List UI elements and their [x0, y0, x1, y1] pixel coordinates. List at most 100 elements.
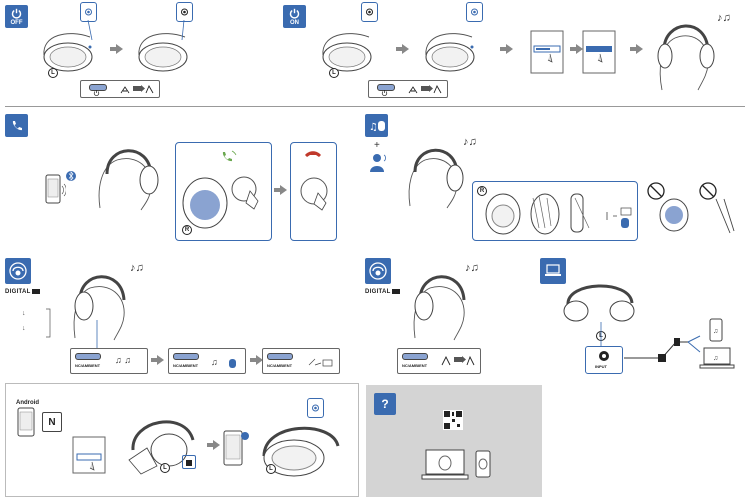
- digital-label: DIGITAL: [5, 289, 31, 296]
- svg-text:↓: ↓: [22, 325, 26, 332]
- power-button-off-callout: [176, 2, 193, 22]
- headphone-side-on-2: [425, 33, 475, 72]
- headphone-nfc-connected: [262, 426, 340, 477]
- left-marker: L: [48, 68, 58, 78]
- bluetooth-icon: [66, 171, 76, 181]
- digital-label: DIGITAL: [365, 289, 391, 296]
- power-button-dark-icon: [366, 8, 373, 16]
- power-off-label: OFF: [10, 19, 23, 26]
- power-button-lit-icon: [471, 8, 478, 16]
- power-icon: [289, 8, 300, 18]
- section-divider-1: [5, 106, 745, 107]
- input-callout-line: [600, 322, 602, 348]
- laptop-icon: [545, 264, 561, 276]
- headphone-side-off-1: [43, 33, 93, 72]
- button-pill: [173, 353, 199, 360]
- nc-power-tile: [365, 258, 391, 284]
- power-button-dark-icon: [181, 8, 188, 16]
- prohibited-gestures: [647, 182, 735, 234]
- button-pill: [89, 84, 107, 91]
- audio-cable: [624, 335, 701, 362]
- power-button-callout: [307, 398, 324, 418]
- qr-code-icon[interactable]: [443, 410, 463, 430]
- step-arrow-5: [630, 44, 643, 54]
- svg-text:♫: ♫: [211, 357, 218, 367]
- nc-power-legend: NC/AMBIENT: [397, 348, 481, 374]
- callout-line-1: [87, 20, 93, 40]
- left-marker: L: [160, 463, 170, 473]
- right-marker: R: [477, 186, 487, 196]
- double-tap-hand: [231, 176, 259, 210]
- input-jack-callout: INPUT: [585, 346, 623, 374]
- touch-gesture-panel: R: [472, 181, 638, 241]
- input-jack-icon: [599, 351, 609, 361]
- left-marker: L: [266, 464, 276, 474]
- music-note-icon: ♪♫: [465, 262, 479, 274]
- caller-head: [98, 149, 159, 211]
- noise-cancelling-tile: [5, 258, 31, 284]
- press-hold-icon: [408, 84, 442, 94]
- answer-call-panel: R: [175, 142, 272, 241]
- step-arrow-nc-2: [250, 355, 263, 365]
- paired-phone-icon: [223, 430, 249, 466]
- nc-callout-line: [96, 320, 98, 350]
- step-arrow-1: [110, 44, 123, 54]
- press-hold-icon: [441, 355, 475, 366]
- nfc-pairing-panel: [5, 383, 359, 497]
- power-off-tile: OFF: [5, 5, 28, 28]
- svg-text:↓: ↓: [22, 310, 26, 317]
- nfc-spot-callout: [182, 455, 196, 469]
- input-label: INPUT: [595, 364, 607, 369]
- step-arrow-2: [396, 44, 409, 54]
- nc-mode-box-3: NC/AMBIENT: [262, 348, 340, 374]
- music-note-icon: ♪♫: [717, 12, 731, 24]
- help-phone-icon: [475, 450, 491, 478]
- mode-cycle-diagram: ↓↓: [22, 308, 51, 338]
- headphone-folded: [563, 284, 635, 322]
- end-call-hand: [300, 177, 328, 211]
- button-pill: [75, 353, 101, 360]
- right-earcup-touch: [182, 177, 228, 229]
- step-arrow-nc-1: [151, 355, 164, 365]
- step-arrow-4: [570, 44, 583, 54]
- nc-mode-box-2: NC/AMBIENT ♫: [168, 348, 246, 374]
- music-note-icon: ♪♫: [130, 262, 144, 274]
- listener-head: [657, 24, 715, 91]
- end-call-panel: [290, 142, 337, 241]
- laptop-device-icon: ♫: [699, 347, 735, 369]
- nc-ambient-label: NC/AMBIENT: [75, 363, 101, 368]
- nc-mode-box-1: NC/AMBIENT ♫ ♫: [70, 348, 148, 374]
- power-icon: [11, 8, 22, 18]
- button-pill: [267, 353, 293, 360]
- small-power-icon: [93, 90, 100, 96]
- hand-cover-earcup: [570, 193, 590, 233]
- phone-device-icon: ♫: [709, 318, 723, 342]
- svg-text:♫: ♫: [369, 122, 378, 133]
- phone-icon: [12, 120, 22, 130]
- noise-cancelling-icon: [9, 262, 27, 280]
- noise-cancelling-icon: [369, 262, 387, 280]
- phone-screen-1: [530, 30, 564, 74]
- off-sound-icon: [308, 358, 333, 367]
- answer-call-icon: [222, 150, 237, 162]
- phone-call-tile: [5, 114, 28, 137]
- small-power-icon: [381, 90, 388, 96]
- on-button-legend: [368, 80, 448, 98]
- nfc-settings-screen: [72, 436, 106, 474]
- left-marker: L: [329, 68, 339, 78]
- touch-phone-to-headphone: [128, 420, 195, 475]
- nc-ambient-label: NC/AMBIENT: [173, 363, 199, 368]
- step-arrow-3: [500, 44, 513, 54]
- off-button-legend: [80, 80, 160, 98]
- end-call-icon: [305, 151, 321, 157]
- question-mark: ?: [381, 397, 389, 411]
- digital-nc-badge: DIGITAL: [365, 289, 400, 295]
- power-button-callout: [80, 2, 97, 22]
- button-pill: [377, 84, 395, 91]
- phone-screen-2: [582, 30, 616, 74]
- headphone-side-on-1: [322, 33, 372, 72]
- button-pill: [402, 353, 428, 360]
- help-laptop-icon: [421, 449, 469, 480]
- music-listener-head: [408, 148, 464, 209]
- music-control-tile: ♫: [365, 114, 388, 137]
